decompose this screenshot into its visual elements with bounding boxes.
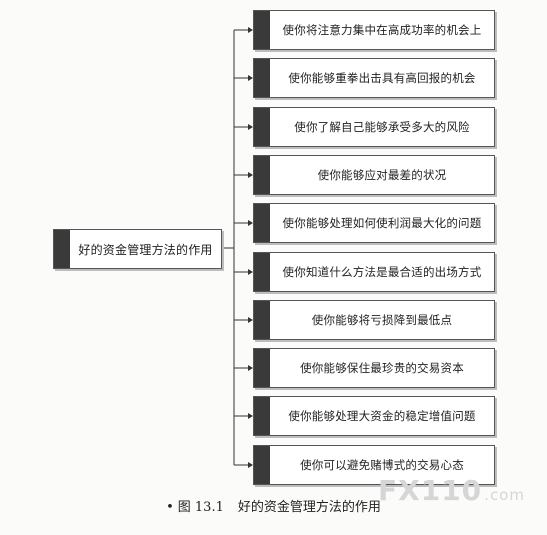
item-tab <box>254 59 270 97</box>
item-tab <box>254 11 270 49</box>
item-box-8: 使你能够保住最珍贵的交易资本 <box>253 348 495 388</box>
item-tab <box>254 204 270 242</box>
item-label: 使你能够处理大资金的稳定增值问题 <box>288 409 476 423</box>
item-label: 使你将注意力集中在高成功率的机会上 <box>282 23 482 37</box>
branch-arrows <box>234 27 253 468</box>
item-tab <box>254 446 270 484</box>
arrow-head-icon <box>248 317 253 323</box>
item-box-10: 使你可以避免赌博式的交易心态 <box>253 445 495 485</box>
figure-caption: •图 13.1 好的资金管理方法的作用 <box>0 496 547 515</box>
item-label: 使你能够重拳出击具有高回报的机会 <box>288 71 476 85</box>
item-tab <box>254 253 270 291</box>
item-tab <box>254 349 270 387</box>
item-tab <box>254 397 270 435</box>
arrow-head-icon <box>248 27 253 33</box>
item-tab <box>254 301 270 339</box>
item-label: 使你能够将亏损降到最低点 <box>311 313 453 327</box>
caption-number: 图 13.1 <box>177 500 224 515</box>
root-box: 好的资金管理方法的作用 <box>53 229 222 269</box>
item-label: 使你能够应对最差的状况 <box>317 168 447 182</box>
arrow-head-icon <box>248 269 253 275</box>
arrow-head-icon <box>248 413 253 419</box>
caption-bullet: • <box>166 500 174 515</box>
item-label: 使你能够保住最珍贵的交易资本 <box>300 361 464 375</box>
item-label: 使你可以避免赌博式的交易心态 <box>300 458 464 472</box>
item-box-4: 使你能够应对最差的状况 <box>253 155 495 195</box>
caption-text: 好的资金管理方法的作用 <box>237 500 381 515</box>
arrow-head-icon <box>248 75 253 81</box>
item-label: 使你了解自己能够承受多大的风险 <box>294 120 470 134</box>
item-box-9: 使你能够处理大资金的稳定增值问题 <box>253 396 495 436</box>
item-tab <box>254 156 270 194</box>
arrow-head-icon <box>248 220 253 226</box>
item-box-2: 使你能够重拳出击具有高回报的机会 <box>253 58 495 98</box>
watermark-logo: FX110.com <box>378 474 525 507</box>
item-box-7: 使你能够将亏损降到最低点 <box>253 300 495 340</box>
root-tab <box>54 230 70 268</box>
item-box-5: 使你能够处理如何使利润最大化的问题 <box>253 203 495 243</box>
arrow-head-icon <box>248 365 253 371</box>
item-tab <box>254 108 270 146</box>
item-box-6: 使你知道什么方法是最合适的出场方式 <box>253 252 495 292</box>
root-label: 好的资金管理方法的作用 <box>78 242 213 257</box>
arrow-head-icon <box>248 172 253 178</box>
item-label: 使你能够处理如何使利润最大化的问题 <box>282 216 482 230</box>
arrow-head-icon <box>248 462 253 468</box>
item-box-3: 使你了解自己能够承受多大的风险 <box>253 107 495 147</box>
item-box-1: 使你将注意力集中在高成功率的机会上 <box>253 10 495 50</box>
item-label: 使你知道什么方法是最合适的出场方式 <box>282 265 482 279</box>
arrow-head-icon <box>248 124 253 130</box>
